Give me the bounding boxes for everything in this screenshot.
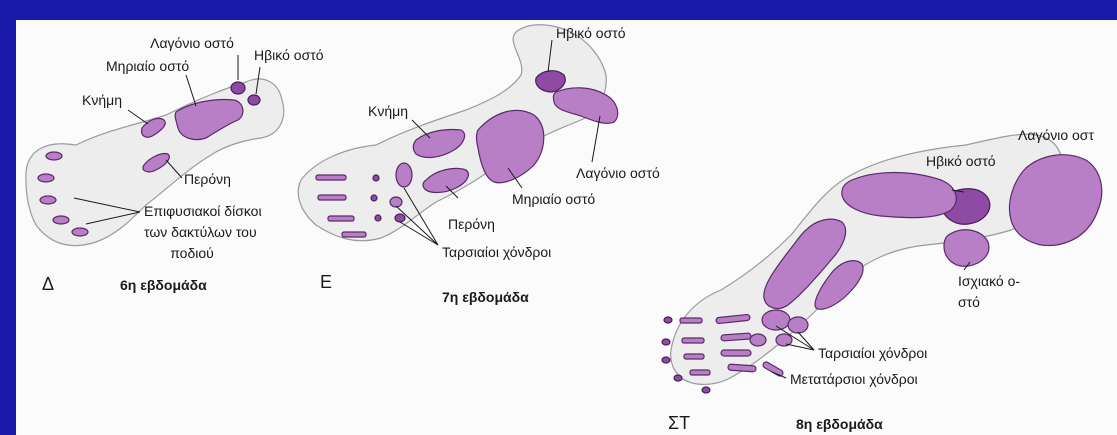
- label-ilium-7wk: Λαγόνιο οστό: [576, 165, 660, 181]
- ischium-8wk: [944, 230, 989, 266]
- digit-disc-4: [53, 216, 69, 224]
- label-ilium-8wk: Λαγόνιο οστ: [1018, 127, 1094, 143]
- digit-disc-5: [72, 228, 88, 236]
- label-tibia-7wk: Κνήμη: [368, 103, 408, 119]
- pubis-6wk: [248, 95, 260, 105]
- digit-ray-1: [316, 175, 346, 180]
- phalanx-4: [690, 370, 710, 375]
- label-pubis-6wk: Ηβικό οστό: [254, 47, 324, 63]
- digit-ray-3: [328, 216, 354, 221]
- toe-tip-2: [662, 339, 670, 345]
- metatarsal-3: [721, 350, 751, 356]
- stage-letter-e: Ε: [320, 272, 332, 292]
- label-femur-7wk: Μηριαίο οστό: [512, 191, 595, 207]
- digit-dot-1: [373, 175, 379, 181]
- label-ischium-1: Ισχιακό ο-: [958, 273, 1020, 289]
- digit-disc-2: [38, 174, 54, 182]
- tarsal-8wk-4: [750, 334, 766, 346]
- label-tarsal-7wk: Ταρσιαίοι χόνδροι: [442, 244, 551, 260]
- stage-letter-st: ΣΤ: [668, 413, 690, 433]
- week-label-8: 8η εβδομάδα: [796, 416, 883, 432]
- digit-dot-3: [375, 215, 381, 221]
- digit-ray-2: [318, 195, 346, 200]
- label-fibula-6wk: Περόνη: [184, 171, 231, 187]
- stage-e-figure: Ηβικό οστό Κνήμη Λαγόνιο οστό Μηριαίο οσ…: [298, 25, 660, 305]
- femur-8wk: [842, 173, 956, 218]
- toe-tip-5: [702, 387, 710, 393]
- digit-ray-4: [342, 232, 366, 237]
- label-metatarsal-8wk: Μετατάρσιοι χόνδροι: [790, 371, 918, 387]
- label-epiphyseal-3: ποδιού: [170, 245, 214, 261]
- label-fibula-7wk: Περόνη: [448, 216, 495, 232]
- stage-st-figure: Ηβικό οστό Λαγόνιο οστ Ισχιακό ο- στό Τα…: [662, 127, 1102, 433]
- week-label-6: 6η εβδομάδα: [120, 277, 207, 293]
- leader-femur-6wk: [186, 75, 196, 106]
- phalanx-3: [684, 354, 704, 359]
- leader-ilium-7wk: [592, 116, 600, 162]
- label-epiphyseal-2: των δακτύλων του: [144, 224, 257, 240]
- phalanx-1: [680, 318, 702, 323]
- leader-tarsal-7wk-c: [400, 222, 438, 245]
- stage-letter-d: Δ: [42, 274, 54, 294]
- tarsal-7wk-1: [396, 163, 412, 187]
- diagram-panel: Λαγόνιο οστό Ηβικό οστό Μηριαίο οστό Κνή…: [16, 20, 1117, 435]
- toe-tip-1: [664, 317, 672, 323]
- tarsal-8wk-2: [788, 317, 808, 333]
- metatarsal-2: [721, 333, 751, 341]
- tarsal-7wk-2: [390, 197, 402, 207]
- label-tarsal-8wk: Ταρσιαίοι χόνδροι: [818, 345, 927, 361]
- label-pubis-8wk: Ηβικό οστό: [926, 153, 996, 169]
- tarsal-8wk-3: [776, 334, 792, 346]
- digit-dot-2: [371, 195, 377, 201]
- phalanx-2: [682, 338, 704, 343]
- limb-development-diagram: Λαγόνιο οστό Ηβικό οστό Μηριαίο οστό Κνή…: [16, 20, 1117, 435]
- label-epiphyseal-1: Επιφυσιακοί δίσκοι: [144, 203, 262, 219]
- metatarsal-4: [728, 364, 756, 372]
- stage-d-figure: Λαγόνιο οστό Ηβικό οστό Μηριαίο οστό Κνή…: [26, 35, 324, 294]
- label-pubis-7wk: Ηβικό οστό: [556, 25, 626, 41]
- toe-tip-4: [674, 375, 682, 381]
- digit-disc-1: [46, 152, 62, 160]
- week-label-7: 7η εβδομάδα: [442, 289, 529, 305]
- digit-disc-3: [40, 196, 56, 204]
- metatarsal-5: [762, 361, 784, 377]
- label-ischium-2: στό: [958, 294, 980, 310]
- label-ilium-6wk: Λαγόνιο οστό: [150, 35, 234, 51]
- label-tibia-6wk: Κνήμη: [82, 92, 122, 108]
- leader-tibia-6wk: [128, 110, 148, 124]
- tarsal-8wk-1: [762, 310, 790, 330]
- label-femur-6wk: Μηριαίο οστό: [106, 58, 189, 74]
- toe-tip-3: [662, 357, 670, 363]
- ilium-6wk: [231, 82, 245, 94]
- tarsal-7wk-3: [395, 214, 405, 222]
